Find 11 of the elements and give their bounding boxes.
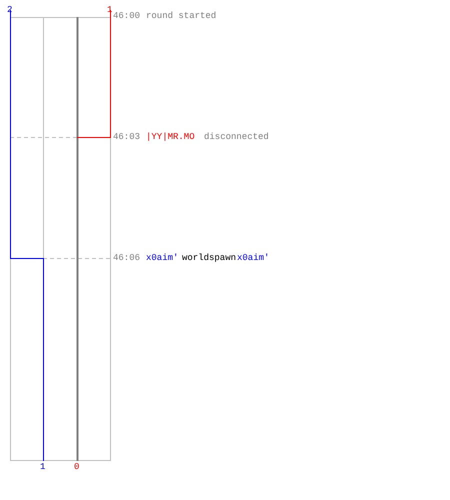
player-name: x0aim' (146, 253, 178, 263)
timestamp: 46:00 (113, 11, 140, 21)
team-count: 0 (74, 462, 80, 472)
event-text: round started (146, 11, 216, 21)
player-name: |YY|MR.MO (146, 132, 195, 142)
player-name: x0aim' (237, 253, 270, 263)
timestamp: 46:03 (113, 132, 140, 142)
event-text: worldspawn (182, 253, 236, 263)
team-count: 1 (40, 462, 46, 472)
event-text: disconnected (204, 132, 269, 142)
timestamp: 46:06 (113, 253, 140, 263)
